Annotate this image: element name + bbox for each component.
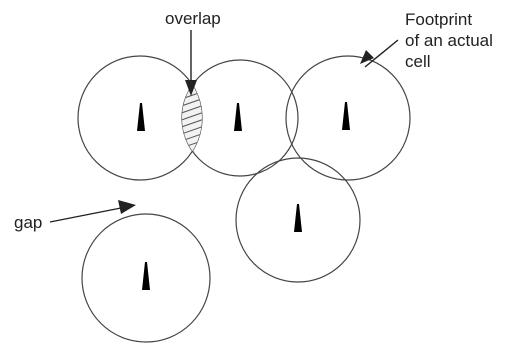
cell-footprint-3	[285, 55, 411, 181]
hatch-line	[170, 194, 210, 208]
footprint-label-line-2: of an actual	[405, 31, 493, 50]
cell-footprint-4	[235, 157, 361, 283]
cell-tower-icon	[137, 99, 145, 131]
overlap-label: overlap	[165, 9, 221, 28]
hatch-line	[182, 137, 202, 153]
footprint-arrow	[360, 39, 399, 68]
gap-label: gap	[14, 213, 42, 232]
hatch-line	[182, 158, 202, 174]
hatch-line	[182, 109, 202, 125]
hatch-line	[182, 60, 202, 69]
hatch-line	[182, 172, 202, 176]
footprint-label-line-1: Footprint	[405, 10, 472, 29]
gap-arrow	[49, 200, 136, 223]
overlap-arrow	[185, 30, 197, 96]
footprint-label-line-3: cell	[405, 52, 431, 71]
hatch-line	[182, 88, 202, 104]
cell-footprint-5	[81, 213, 211, 343]
cell-tower-icon	[142, 258, 150, 290]
hatch-line	[170, 40, 210, 54]
cell-tower-icon	[342, 98, 350, 130]
hatch-line	[170, 187, 210, 201]
hatch-line	[182, 67, 202, 83]
cell-tower-icon	[234, 99, 242, 131]
hatch-line	[170, 180, 210, 194]
hatch-line	[182, 130, 202, 146]
footprint-label: Footprint of an actual cell	[405, 10, 498, 71]
hatch-line	[182, 102, 202, 118]
hatch-line	[182, 123, 202, 139]
cell-tower-icon	[294, 200, 302, 232]
hatch-line	[182, 116, 202, 132]
hatch-line	[182, 95, 202, 111]
hatch-line	[182, 60, 202, 62]
